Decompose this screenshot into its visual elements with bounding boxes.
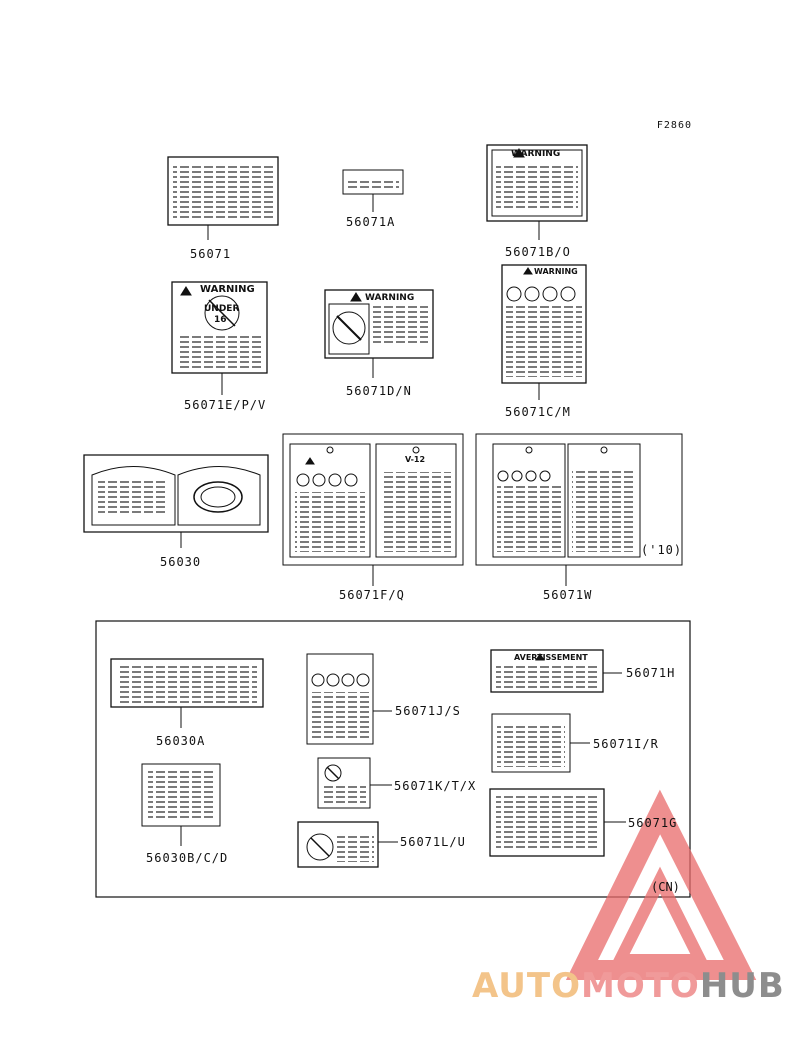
label-warning-text: WARNING — [534, 267, 578, 276]
label-56071BO — [486, 144, 588, 240]
group-box — [95, 620, 691, 898]
label-56071EPV — [171, 281, 268, 395]
watermark-part3: HUB — [699, 966, 785, 1006]
part-number-56030A: 56030A — [156, 734, 206, 748]
part-number-56071G: 56071G — [628, 816, 678, 830]
label-age-text: 16 — [214, 315, 227, 325]
year-note: ('10) — [641, 543, 683, 557]
part-number-56071IR: 56071I/R — [593, 737, 659, 751]
watermark-part1: AUTO — [472, 966, 581, 1006]
label-avertissement-text: AVERTISSEMENT — [514, 653, 588, 662]
part-number-56071W: 56071W — [543, 588, 593, 602]
part-number-56071JS: 56071J/S — [395, 704, 461, 718]
figure-code: F2860 — [656, 120, 692, 131]
label-56071A — [342, 169, 404, 212]
label-warning-text: WARNING — [365, 293, 415, 303]
label-56030BCD — [141, 763, 221, 846]
watermark-part2: MOTO — [580, 966, 700, 1006]
part-number-56071EPV: 56071E/P/V — [184, 398, 267, 412]
label-warning-text: WARNING — [200, 284, 255, 295]
label-56071 — [167, 156, 279, 240]
part-number-56071: 56071 — [190, 247, 232, 261]
part-number-56071FQ: 56071F/Q — [339, 588, 405, 602]
label-warning-text: WARNING — [511, 149, 561, 159]
label-56071G — [489, 788, 626, 857]
label-56030 — [83, 454, 269, 548]
label-56071LU — [297, 821, 398, 868]
label-56071KTX — [317, 757, 392, 809]
label-56030A — [110, 658, 264, 728]
label-56071FQ — [282, 433, 464, 586]
watermark-triangle-icon — [565, 789, 757, 980]
part-number-56071BO: 56071B/O — [505, 245, 571, 259]
part-number-56071A: 56071A — [346, 215, 396, 229]
part-number-56071LU: 56071L/U — [400, 835, 466, 849]
label-56071W — [475, 433, 683, 586]
label-under-text: UNDER — [204, 304, 240, 314]
part-number-56071DN: 56071D/N — [346, 384, 412, 398]
label-v12-text: V-12 — [405, 455, 426, 464]
part-number-56071H: 56071H — [626, 666, 676, 680]
label-56071H — [490, 649, 622, 693]
part-number-56030: 56030 — [160, 555, 202, 569]
label-56071DN — [324, 289, 434, 378]
watermark-logo: AUTOMOTOHUB — [472, 966, 785, 1006]
region-note: (CN) — [651, 880, 680, 894]
part-number-56071KTX: 56071K/T/X — [394, 779, 477, 793]
label-56071IR — [491, 713, 590, 773]
part-number-56030BCD: 56030B/C/D — [146, 851, 229, 865]
label-56071CM — [501, 264, 587, 400]
label-56071JS — [306, 653, 392, 745]
part-number-56071CM: 56071C/M — [505, 405, 571, 419]
